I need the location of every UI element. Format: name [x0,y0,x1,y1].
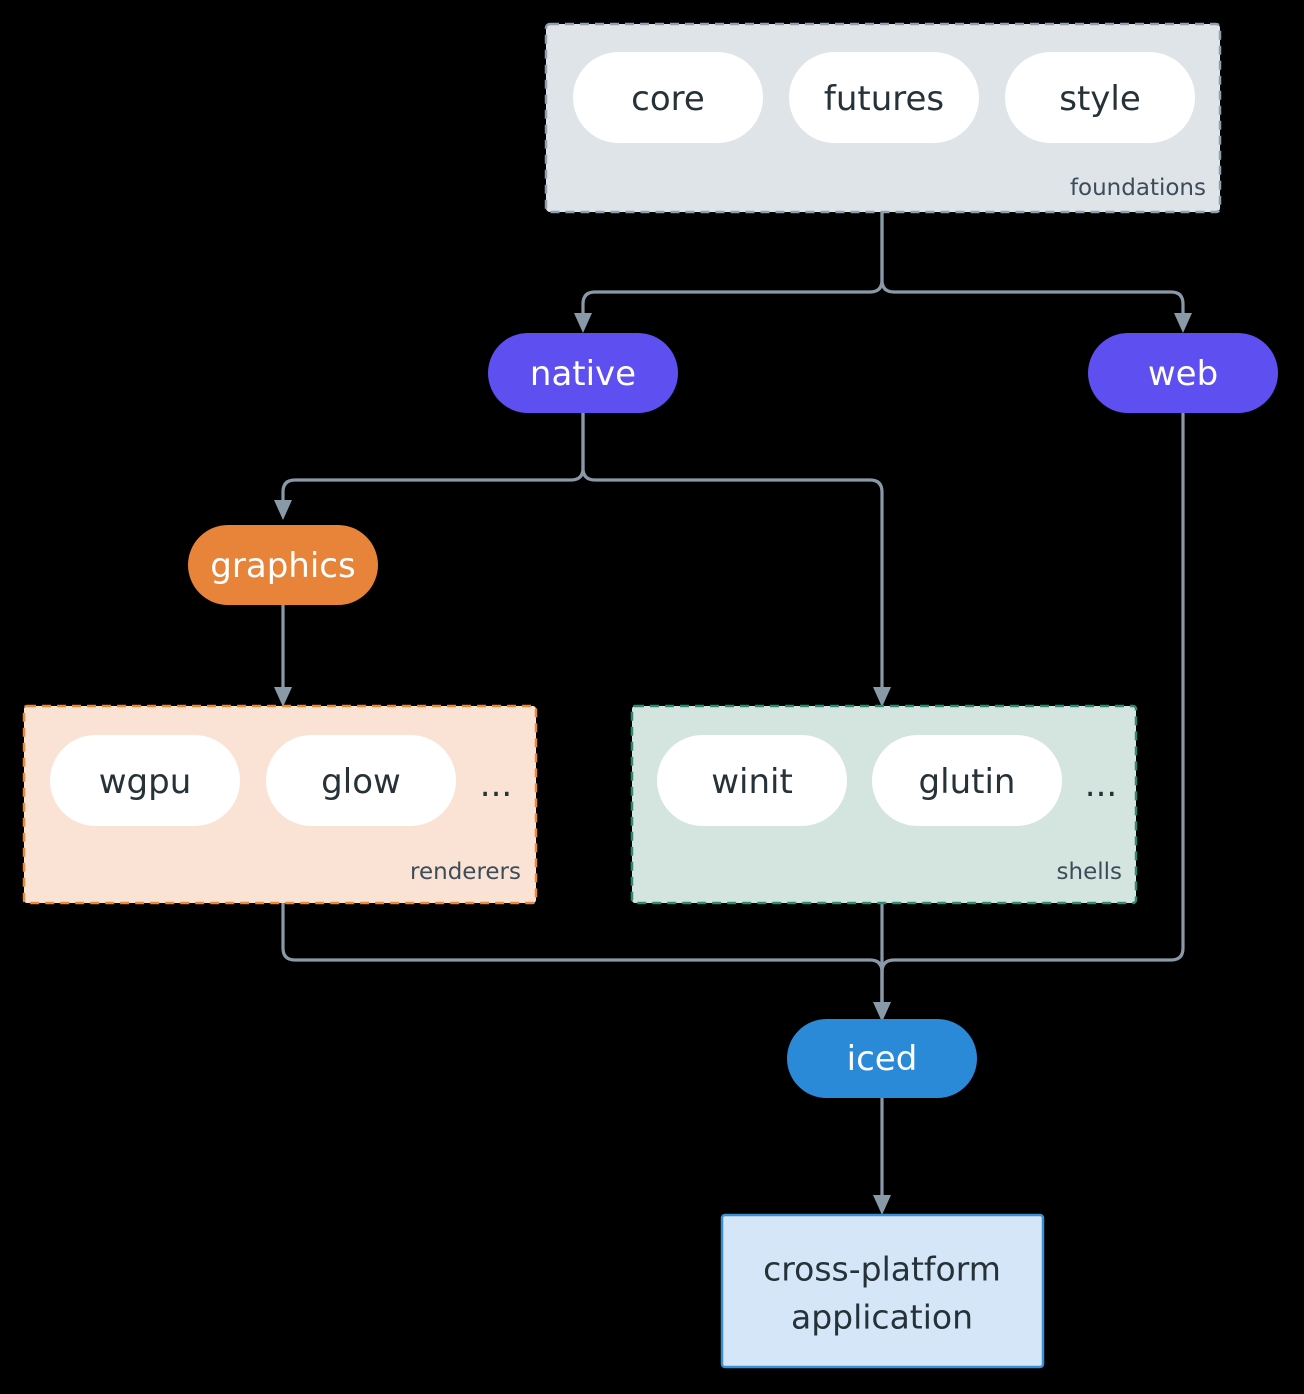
group-foundations-label: foundations [1070,175,1206,201]
node-futures[interactable]: futures [789,52,979,143]
node-application-label-line1: cross-platform [763,1250,1001,1289]
node-native-shape [488,333,678,413]
node-futures-shape [789,52,979,143]
node-core-shape [573,52,763,143]
node-glutin-label: glutin [919,762,1016,802]
node-graphics-label: graphics [210,546,355,586]
arrow-head [274,687,292,707]
node-wgpu-label: wgpu [99,762,192,802]
group-foundations[interactable]: core futures style foundations [544,22,1222,214]
edge-merge-to-iced [281,412,1185,1022]
node-application-label-line2: application [791,1298,973,1337]
node-web-label: web [1148,354,1218,394]
node-core[interactable]: core [573,52,763,143]
node-iced-shape [787,1019,977,1098]
node-web-shape [1088,333,1278,413]
node-application[interactable]: cross-platform application [720,1213,1045,1369]
node-application-shape [720,1213,1045,1369]
node-web[interactable]: web [1088,333,1278,413]
node-style[interactable]: style [1005,52,1195,143]
node-native-label: native [530,354,636,394]
shells-ellipsis: ... [1085,765,1117,805]
group-shells-label: shells [1057,859,1122,885]
edge-native-to-children [274,412,891,707]
node-glutin-shape [872,735,1062,826]
arrow-head [574,313,592,333]
group-renderers[interactable]: wgpu glow ... renderers [22,704,538,905]
node-iced[interactable]: iced [787,1019,977,1098]
renderers-ellipsis: ... [480,765,512,805]
arrow-head [873,687,891,707]
node-glow-label: glow [321,762,401,802]
node-core-label: core [631,79,705,119]
node-glutin[interactable]: glutin [872,735,1062,826]
node-graphics-shape [188,525,378,605]
arrow-head [1174,313,1192,333]
node-wgpu[interactable]: wgpu [50,735,240,826]
node-glow-shape [266,735,456,826]
node-futures-label: futures [824,79,944,119]
arrow-head [873,1195,891,1215]
node-iced-label: iced [847,1039,918,1079]
arrow-head [274,500,292,520]
node-wgpu-shape [50,735,240,826]
node-winit[interactable]: winit [657,735,847,826]
node-graphics[interactable]: graphics [188,525,378,605]
group-renderers-label: renderers [410,859,521,885]
node-winit-label: winit [711,762,793,802]
node-style-label: style [1059,79,1141,119]
node-style-shape [1005,52,1195,143]
group-shells[interactable]: winit glutin ... shells [630,704,1138,905]
edge-foundations-to-platforms [574,212,1192,333]
edge-graphics-to-renderers [274,605,292,707]
node-glow[interactable]: glow [266,735,456,826]
node-winit-shape [657,735,847,826]
edge-iced-to-application [873,1098,891,1215]
arrow-head [873,1002,891,1022]
node-native[interactable]: native [488,333,678,413]
